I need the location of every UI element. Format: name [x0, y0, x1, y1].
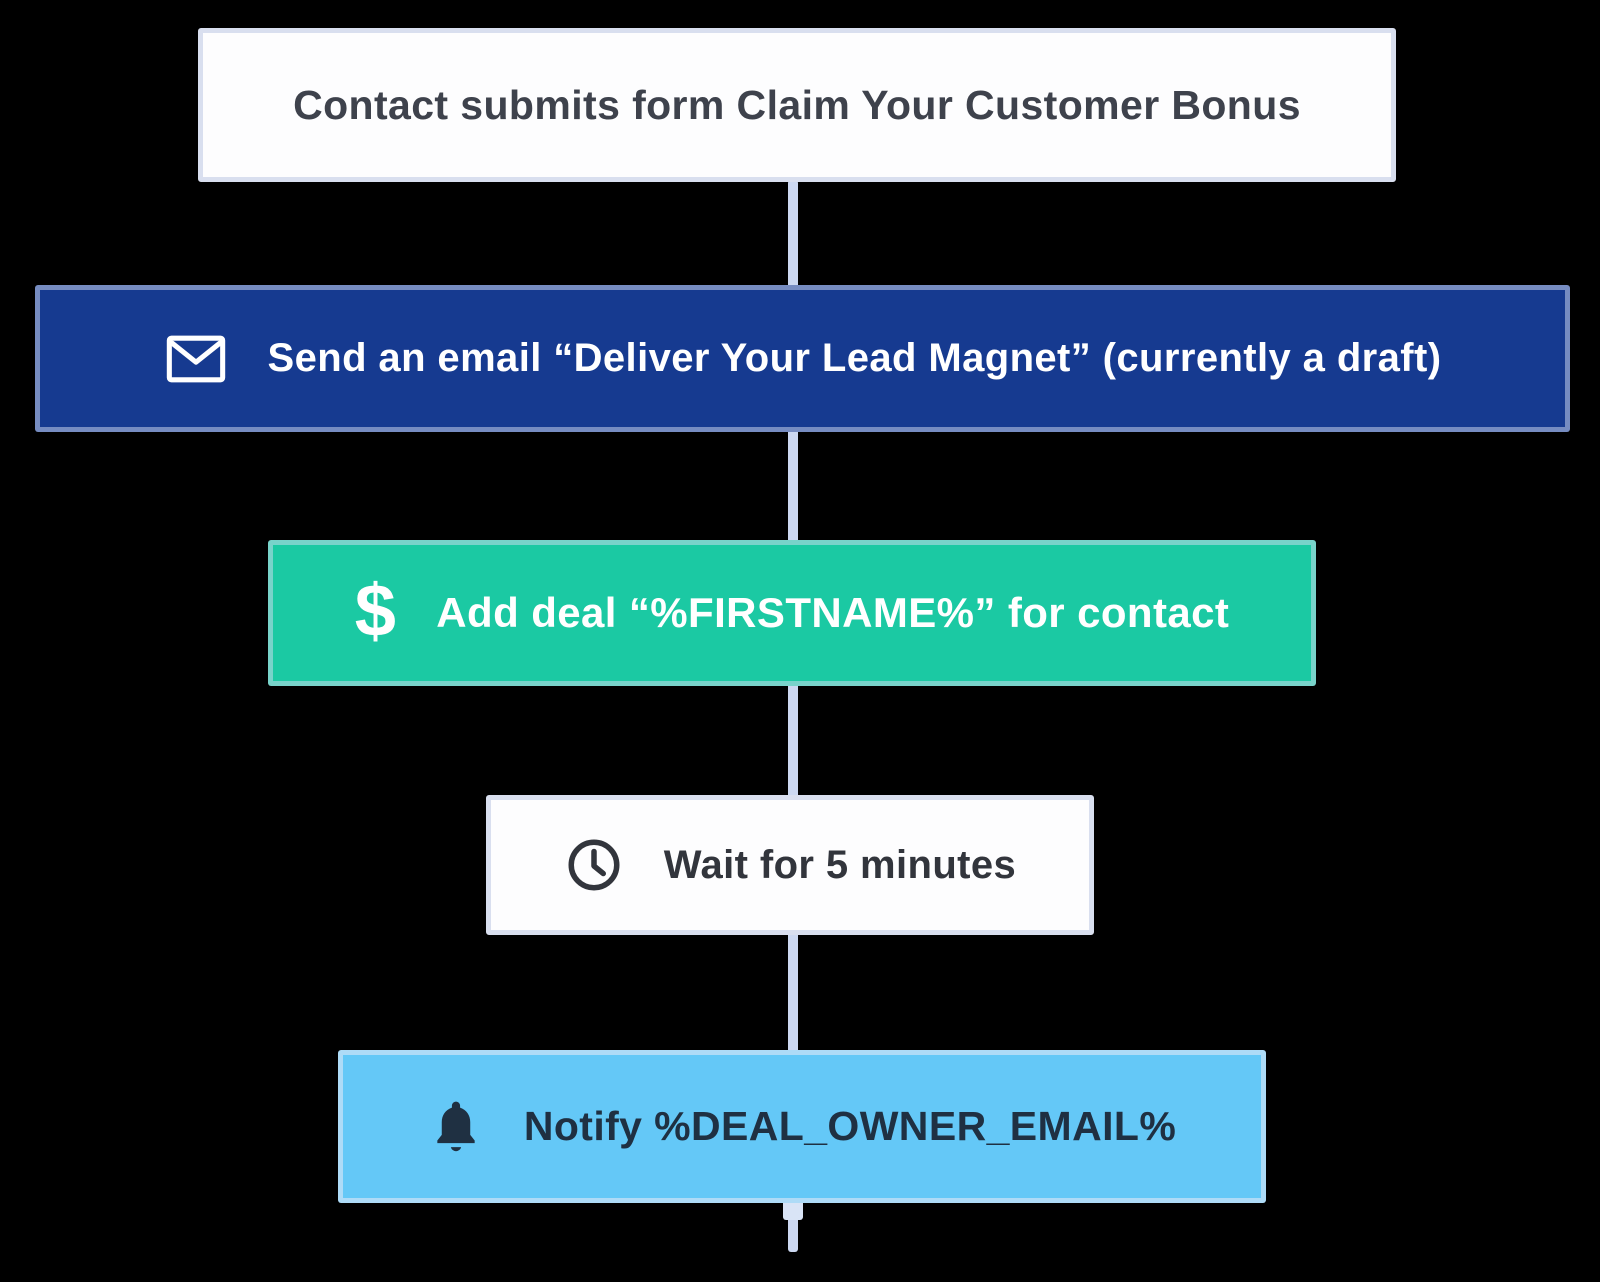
- node-trigger-form-submit[interactable]: Contact submits form Claim Your Customer…: [198, 28, 1396, 182]
- clock-icon: [564, 835, 624, 895]
- node-add-deal[interactable]: $ Add deal “%FIRSTNAME%” for contact: [268, 540, 1316, 686]
- node-label: Wait for 5 minutes: [663, 842, 1017, 887]
- node-label: Contact submits form Claim Your Customer…: [293, 81, 1301, 128]
- node-send-email[interactable]: Send an email “Deliver Your Lead Magnet”…: [35, 285, 1570, 432]
- node-label: Send an email “Deliver Your Lead Magnet”…: [267, 336, 1442, 380]
- dollar-icon: $: [354, 569, 397, 652]
- connector-stub: [783, 1200, 803, 1220]
- connector-line: [788, 180, 798, 1252]
- node-label: Notify %DEAL_OWNER_EMAIL%: [523, 1103, 1177, 1149]
- bell-icon: [428, 1095, 484, 1159]
- node-label: Add deal “%FIRSTNAME%” for contact: [436, 589, 1230, 636]
- node-wait[interactable]: Wait for 5 minutes: [486, 795, 1094, 935]
- node-notify[interactable]: Notify %DEAL_OWNER_EMAIL%: [338, 1050, 1266, 1203]
- envelope-icon: [164, 332, 228, 386]
